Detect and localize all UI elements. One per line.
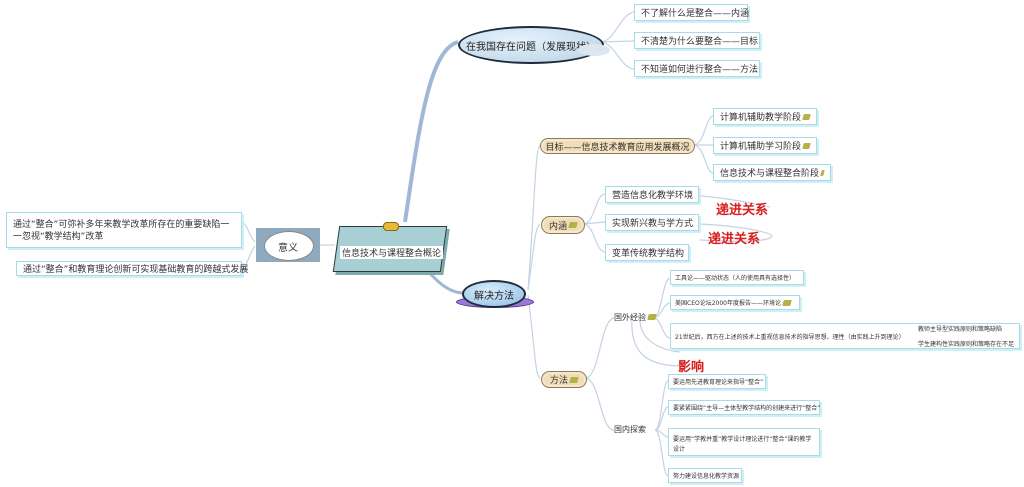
memo-icon [568, 222, 578, 228]
foreign-sub-item[interactable]: 教师主导型实践原则和策略缺陷 [918, 326, 1003, 333]
solutions-label: 解决方法 [474, 290, 514, 302]
connotation-item[interactable]: 实现新兴教与学方式 [605, 214, 699, 231]
problem-item[interactable]: 不了解什么是整合——内涵 [634, 4, 749, 21]
domestic-topic[interactable]: 国内探索 [614, 425, 646, 434]
goal-item-label: 计算机辅助学习阶段 [720, 142, 802, 152]
memo-icon [782, 299, 792, 306]
method-label: 方法 [549, 376, 568, 386]
solutions-topic[interactable]: 解决方法 [462, 280, 526, 308]
domestic-item[interactable]: 要运用先进教育理论来指导“整合” [668, 374, 766, 389]
significance-badge [264, 231, 314, 261]
problem-item[interactable]: 不清楚为什么要整合——目标 [634, 32, 760, 49]
foreign-topic[interactable]: 国外经验 [614, 312, 657, 323]
pin-icon [383, 222, 399, 231]
connotation-item[interactable]: 变革传统教学结构 [605, 244, 689, 261]
influence-label: 影响 [678, 360, 705, 375]
domestic-item[interactable]: 要紧紧围绕“主导—主体型教学结构的创建来进行“整合” [668, 400, 820, 415]
goal-label: 目标——信息技术教育应用发展概况 [545, 142, 690, 153]
problem-item[interactable]: 不知道如何进行整合——方法 [634, 60, 760, 77]
foreign-label: 国外经验 [614, 313, 646, 322]
relation-label: 递进关系 [708, 232, 761, 247]
goal-topic[interactable]: 目标——信息技术教育应用发展概况 [540, 138, 695, 154]
foreign-item[interactable]: 工具论——驱动状态（人的使用具有选择性） [670, 270, 804, 285]
significance-label: 意义 [278, 243, 298, 254]
memo-icon [802, 113, 811, 120]
foreign-item[interactable]: 美国CEO论坛2000年度报告——环境论 [670, 295, 800, 310]
foreign-sub-item[interactable]: 学生建构性实践原则和策略存在不足 [918, 341, 1015, 348]
foreign-item[interactable]: 21世纪后，西方在上述的技术上重视信息技术的指导思想、理性（由实践上升到理论） [670, 323, 1020, 349]
significance-item[interactable]: 通过“整合”可弥补多年来教学改革所存在的重要缺陷一一忽视“教学结构”改革 [6, 212, 242, 248]
memo-icon [569, 376, 579, 383]
goal-item[interactable]: 信息技术与课程整合阶段 [713, 164, 831, 181]
goal-item-label: 信息技术与课程整合阶段 [720, 169, 820, 179]
significance-item[interactable]: 通过“整合”和教育理论创新可实现基础教育的跨越式发展 [16, 261, 248, 276]
relation-label: 递进关系 [716, 203, 769, 218]
connotation-topic[interactable]: 内涵 [541, 216, 585, 234]
connotation-item[interactable]: 营造信息化教学环境 [605, 186, 699, 203]
foreign-item-label: 美国CEO论坛2000年度报告——环境论 [675, 300, 781, 307]
connotation-label: 内涵 [548, 221, 567, 232]
goal-item[interactable]: 计算机辅助教学阶段 [713, 108, 817, 125]
problems-topic[interactable]: 在我国存在问题（发展现状） [458, 26, 604, 64]
memo-icon [820, 169, 825, 176]
goal-item-label: 计算机辅助教学阶段 [720, 113, 802, 123]
method-topic[interactable]: 方法 [541, 371, 587, 388]
domestic-item[interactable]: 努力建设信息化教学资源 [668, 468, 742, 483]
domestic-item[interactable]: 要运用“学教并重”教学设计理论进行“整合”课的教学设计 [668, 428, 820, 456]
problems-label: 在我国存在问题（发展现状） [466, 41, 596, 53]
goal-item[interactable]: 计算机辅助学习阶段 [713, 137, 817, 154]
center-topic-label: 信息技术与课程整合概论 [340, 246, 444, 259]
problems-cloud-decoration [578, 44, 610, 56]
memo-icon [647, 314, 657, 320]
memo-icon [802, 142, 811, 149]
